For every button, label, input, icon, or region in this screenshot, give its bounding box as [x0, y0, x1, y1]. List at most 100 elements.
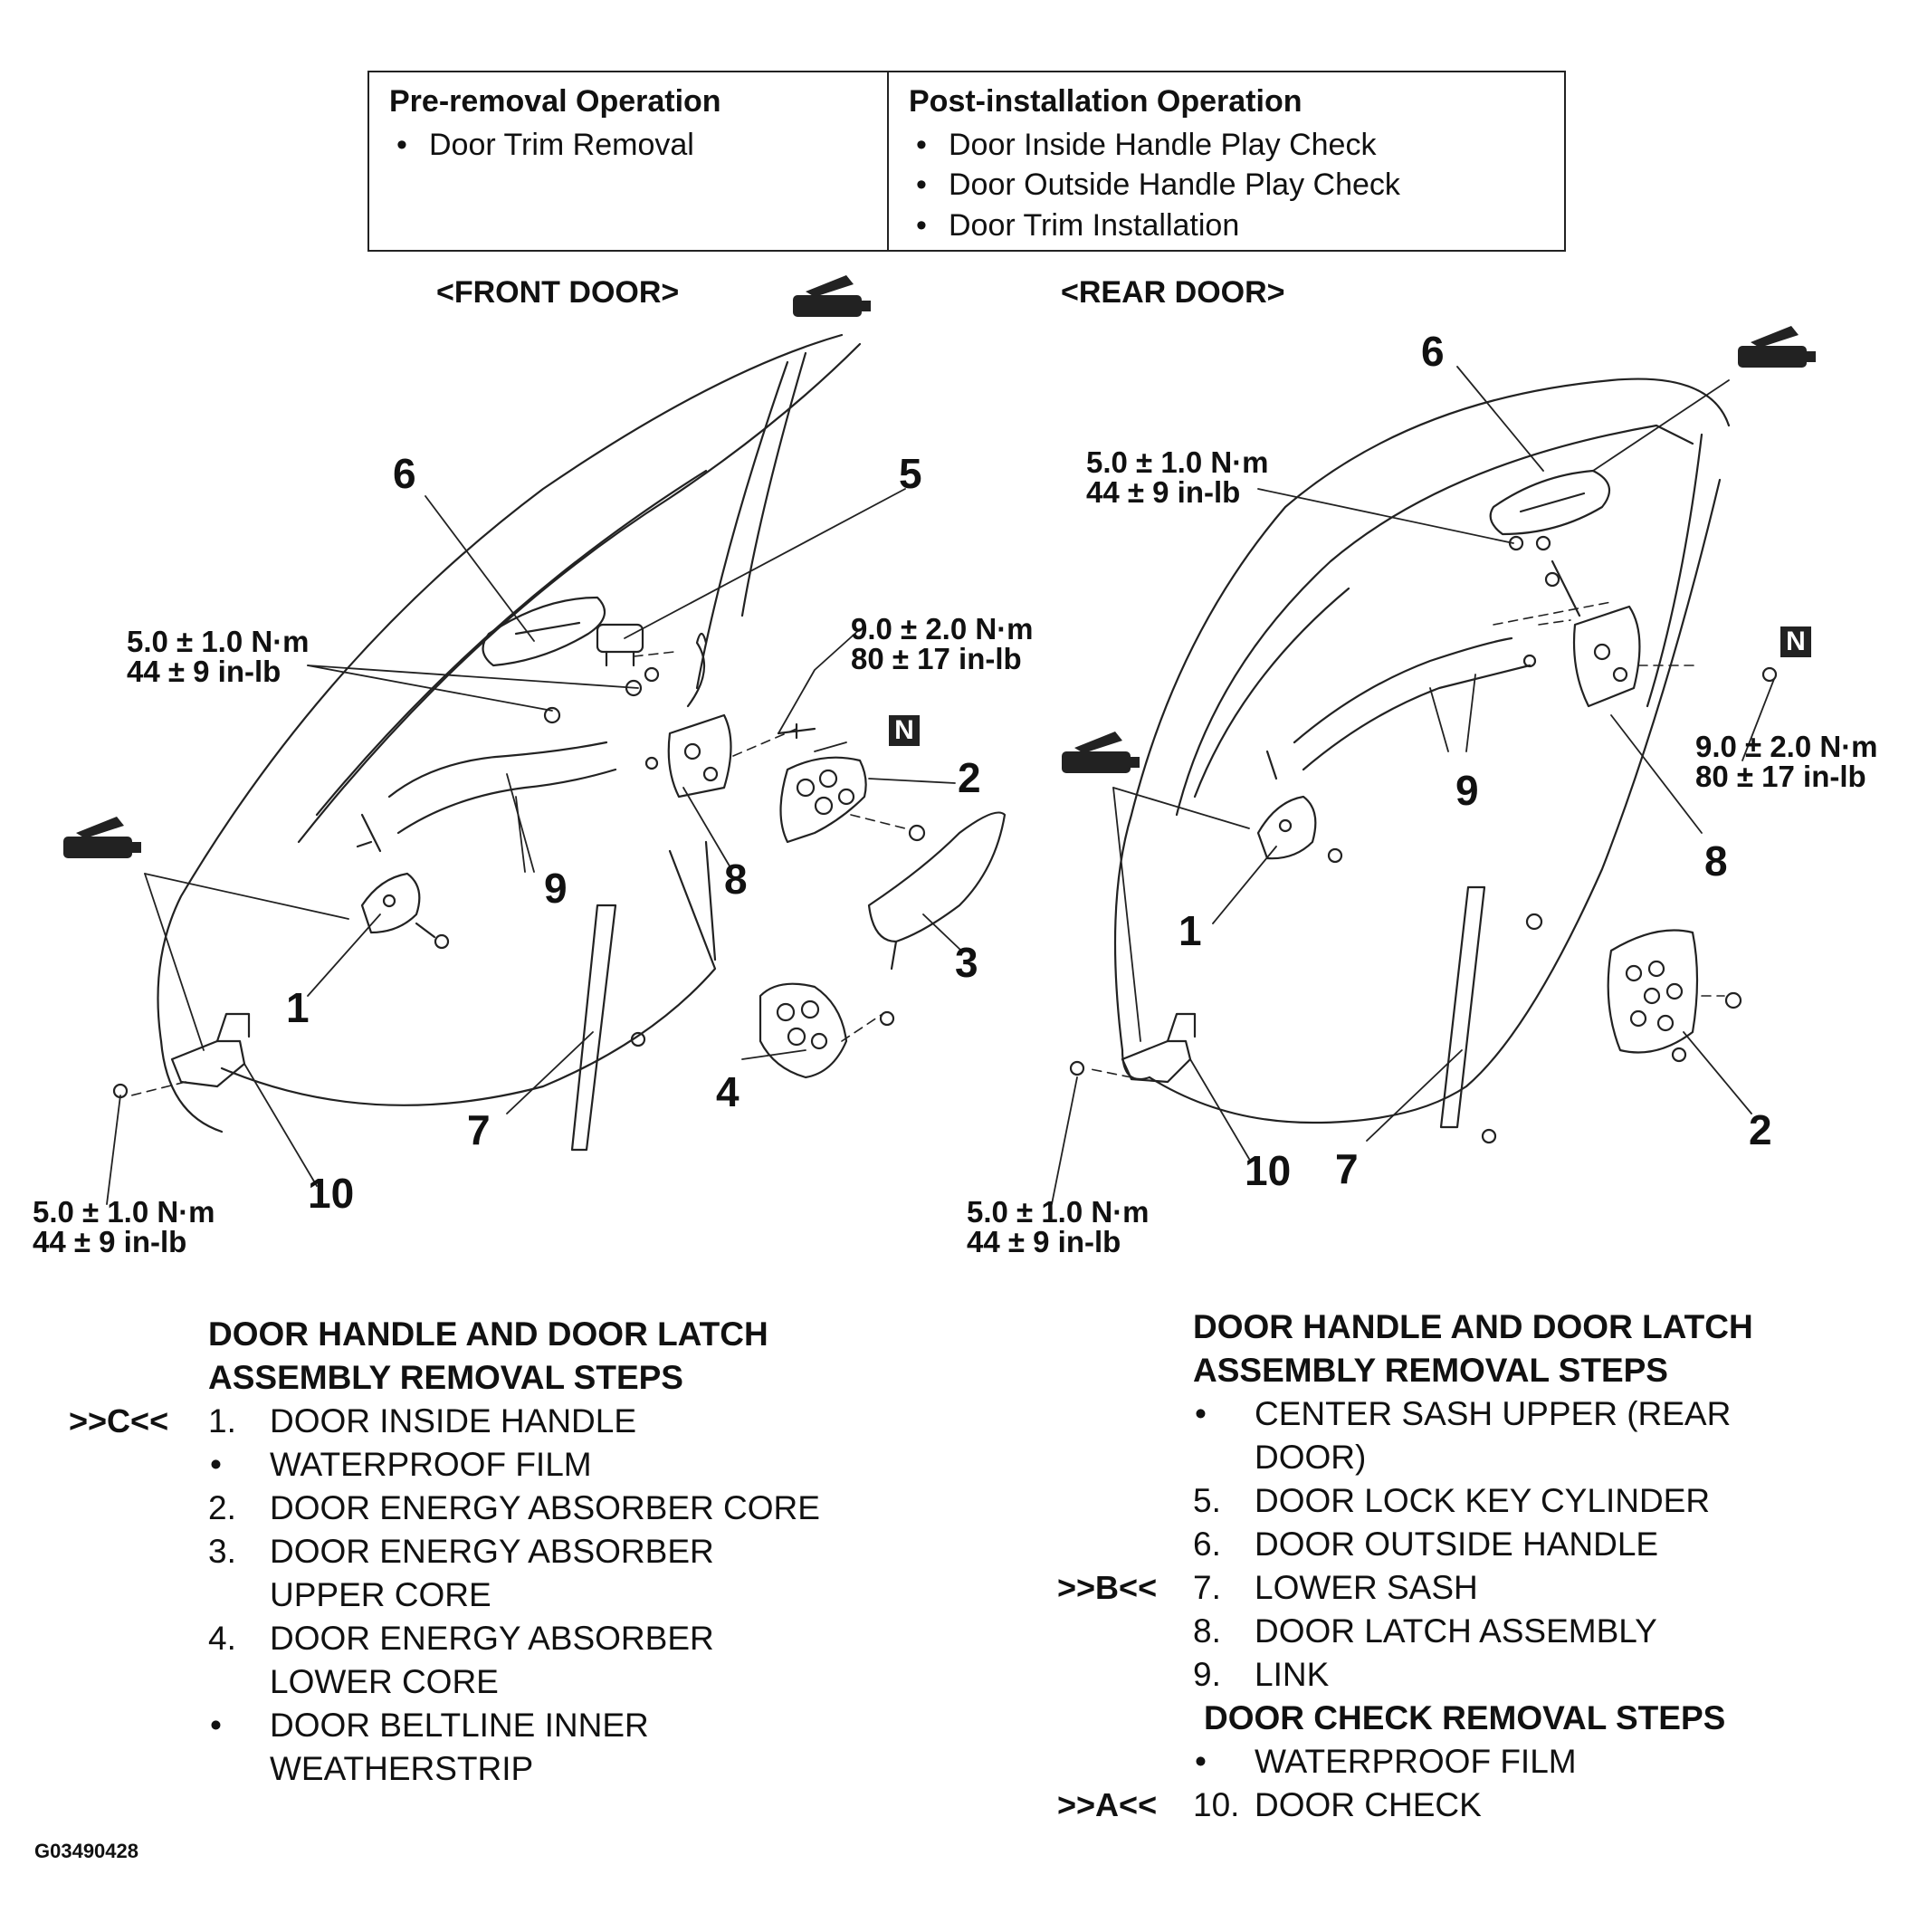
front-link-rods: [356, 741, 617, 853]
front-leader-lines: [106, 488, 962, 1205]
tool-icon-rear-top: [1738, 326, 1816, 368]
rear-callout-10: 10: [1245, 1147, 1292, 1194]
rear-callout-1: 1: [1178, 907, 1202, 954]
right-steps-title-line1: DOOR HANDLE AND DOOR LATCH: [1193, 1308, 1753, 1345]
step-text: DOOR INSIDE HANDLE: [270, 1402, 637, 1439]
torque-inlb: 80 ± 17 in-lb: [1695, 760, 1866, 793]
front-callout-3: 3: [955, 939, 978, 986]
torque-inlb: 80 ± 17 in-lb: [851, 642, 1022, 675]
step-number: 7.: [1193, 1569, 1221, 1606]
figure-id: G03490428: [34, 1840, 138, 1862]
step-number: 10.: [1193, 1786, 1240, 1823]
step-number: 5.: [1193, 1482, 1221, 1519]
torque-inlb: 44 ± 9 in-lb: [33, 1225, 187, 1258]
front-outside-handle: [482, 596, 606, 667]
step-mark-c: >>C<<: [69, 1402, 169, 1439]
left-steps-title-line2: ASSEMBLY REMOVAL STEPS: [208, 1359, 683, 1396]
step-number: 1.: [208, 1402, 236, 1439]
step-text: DOOR): [1255, 1439, 1367, 1476]
rear-bolts: [1069, 535, 1778, 1144]
post-installation-item: Door Trim Installation: [909, 206, 1544, 245]
torque-inlb: 44 ± 9 in-lb: [1086, 475, 1241, 509]
step-text: DOOR LATCH ASSEMBLY: [1255, 1612, 1657, 1650]
step-text: DOOR ENERGY ABSORBER: [270, 1533, 714, 1570]
step-text: LINK: [1255, 1656, 1330, 1693]
pre-removal-column: Pre-removal Operation Door Trim Removal: [369, 72, 887, 250]
torque-nm: 5.0 ± 1.0 N·m: [967, 1195, 1150, 1229]
step-text: CENTER SASH UPPER (REAR: [1255, 1395, 1732, 1432]
right-steps-title: DOOR HANDLE AND DOOR LATCH ASSEMBLY REMO…: [1193, 1306, 1753, 1392]
front-torque-check: 5.0 ± 1.0 N·m 44 ± 9 in-lb: [33, 1197, 215, 1257]
step-bullet: •: [210, 1707, 222, 1744]
rear-callout-7: 7: [1335, 1145, 1359, 1192]
rear-callout-6: 6: [1421, 328, 1445, 375]
front-door-panel-outline: [157, 333, 862, 1133]
front-dashed-lines: [130, 651, 906, 1096]
torque-nm: 5.0 ± 1.0 N·m: [33, 1195, 215, 1229]
front-callout-4: 4: [716, 1068, 740, 1115]
front-torque-handle: 5.0 ± 1.0 N·m 44 ± 9 in-lb: [127, 626, 310, 686]
front-callout-2: 2: [958, 754, 981, 801]
front-callout-7: 7: [467, 1106, 491, 1153]
rear-outside-handle: [1489, 469, 1611, 536]
step-text: LOWER SASH: [1255, 1569, 1478, 1606]
step-number: 3.: [208, 1533, 236, 1570]
torque-inlb: 44 ± 9 in-lb: [127, 655, 281, 688]
rear-lower-sash: [1439, 885, 1486, 1129]
rear-dashed-lines: [1085, 601, 1725, 1078]
front-key-cylinder: [596, 623, 644, 667]
front-n-symbol: N: [889, 715, 920, 746]
post-installation-heading: Post-installation Operation: [909, 84, 1303, 119]
step-text: DOOR ENERGY ABSORBER CORE: [270, 1489, 820, 1526]
step-number: 9.: [1193, 1656, 1221, 1693]
rear-link-rods: [1265, 636, 1532, 780]
operation-table: Pre-removal Operation Door Trim Removal …: [367, 71, 1566, 252]
post-installation-item: Door Outside Handle Play Check: [909, 165, 1544, 205]
step-text: DOOR OUTSIDE HANDLE: [1255, 1526, 1659, 1563]
rear-leader-lines: [1051, 366, 1775, 1205]
right-steps-title-line2: ASSEMBLY REMOVAL STEPS: [1193, 1352, 1668, 1389]
rear-callout-9: 9: [1455, 767, 1479, 814]
step-number: 2.: [208, 1489, 236, 1526]
front-energy-absorber-core: [779, 756, 867, 844]
rear-door-title: <REAR DOOR>: [1061, 275, 1285, 310]
front-energy-absorber-upper-core: [867, 811, 1007, 971]
step-text: LOWER CORE: [270, 1663, 499, 1700]
step-number: 6.: [1193, 1526, 1221, 1563]
pre-removal-heading: Pre-removal Operation: [389, 84, 721, 119]
front-latch-assembly: [667, 632, 732, 799]
front-callout-8: 8: [724, 856, 748, 903]
front-callout-9: 9: [544, 865, 568, 912]
step-text: WATERPROOF FILM: [270, 1446, 592, 1483]
step-text: DOOR BELTLINE INNER: [270, 1707, 649, 1744]
rear-energy-absorber-core: [1607, 929, 1699, 1054]
door-check-steps-title: DOOR CHECK REMOVAL STEPS: [1204, 1699, 1726, 1736]
rear-callout-2: 2: [1749, 1106, 1772, 1153]
rear-n-symbol: N: [1780, 626, 1811, 657]
rear-torque-check: 5.0 ± 1.0 N·m 44 ± 9 in-lb: [967, 1197, 1150, 1257]
front-energy-absorber-lower-core: [759, 982, 848, 1079]
door-exploded-diagram: [63, 275, 1816, 1205]
left-steps-title-line1: DOOR HANDLE AND DOOR LATCH: [208, 1315, 768, 1353]
front-door-title: <FRONT DOOR>: [436, 275, 680, 310]
post-installation-column: Post-installation Operation Door Inside …: [887, 72, 1564, 250]
front-torque-latch: 9.0 ± 2.0 N·m 80 ± 17 in-lb: [851, 614, 1034, 674]
step-bullet: •: [1195, 1395, 1207, 1432]
front-lower-sash: [570, 904, 617, 1152]
step-text: DOOR LOCK KEY CYLINDER: [1255, 1482, 1711, 1519]
front-callout-6: 6: [393, 450, 416, 497]
front-callout-10: 10: [308, 1170, 355, 1217]
step-text: WATERPROOF FILM: [1255, 1743, 1577, 1780]
step-bullet: •: [1195, 1743, 1207, 1780]
step-text: DOOR CHECK: [1255, 1786, 1482, 1823]
step-bullet: •: [210, 1446, 222, 1483]
pre-removal-item: Door Trim Removal: [389, 125, 867, 165]
post-installation-item: Door Inside Handle Play Check: [909, 125, 1544, 165]
torque-nm: 9.0 ± 2.0 N·m: [1695, 730, 1878, 763]
rear-door-panel-outline: [1113, 378, 1731, 1124]
tool-icon-front-left: [63, 817, 141, 858]
tool-icon-rear-left: [1062, 732, 1140, 773]
torque-nm: 5.0 ± 1.0 N·m: [1086, 445, 1269, 479]
front-bolts: [112, 666, 926, 1099]
step-text: DOOR ENERGY ABSORBER: [270, 1620, 714, 1657]
